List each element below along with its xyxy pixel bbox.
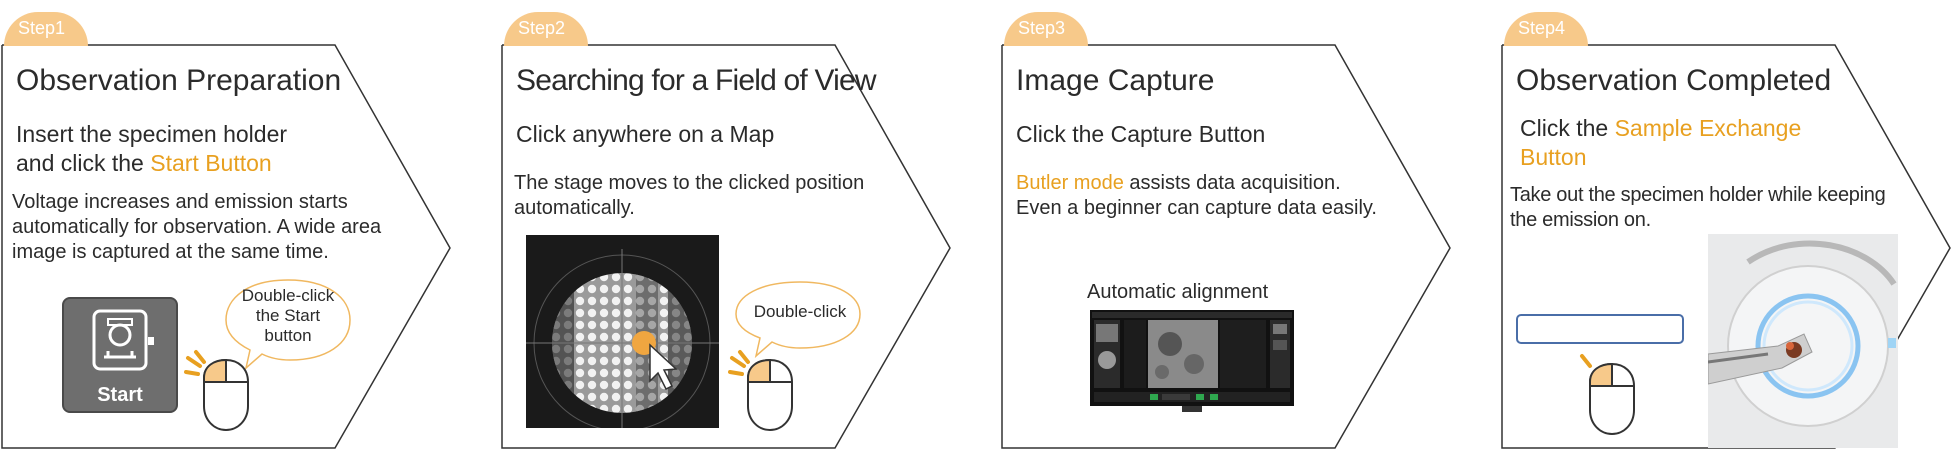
step-1-desc-line3: image is captured at the same time. xyxy=(12,241,329,263)
step-1-panel: Step1 Observation Preparation Insert the… xyxy=(0,0,460,452)
step-1-tab xyxy=(4,12,88,46)
step-4-label: Step4 xyxy=(1518,18,1566,38)
step-2-description: The stage moves to the clicked position … xyxy=(514,171,864,221)
step-1-instruction-prefix: and click the xyxy=(16,150,151,176)
step-2-title: Searching for a Field of View xyxy=(516,64,877,97)
start-button-text: Start Button xyxy=(150,150,272,176)
step-3-caption: Automatic alignment xyxy=(1087,281,1269,303)
step-2-instruction: Click anywhere on a Map xyxy=(516,121,775,147)
butler-mode-text: Butler mode xyxy=(1016,172,1124,194)
step-2-panel: Step2 Searching for a Field of View Clic… xyxy=(500,0,960,452)
step-1-bubble-line3: button xyxy=(264,326,312,345)
sample-exchange-button[interactable] xyxy=(1516,314,1684,344)
step-3-frame xyxy=(1001,44,1451,449)
step-2-frame xyxy=(501,44,951,449)
sample-exchange-text-line2: Button xyxy=(1520,144,1587,170)
step-4-description: Take out the specimen holder while keepi… xyxy=(1510,183,1886,233)
grid-map-image[interactable] xyxy=(526,235,719,428)
step-2-label: Step2 xyxy=(518,18,566,38)
step-2-desc-line2: automatically. xyxy=(514,197,635,219)
step-4-desc-line2: the emission on. xyxy=(1510,209,1651,231)
step-1-bubble-line1: Double-click xyxy=(241,286,335,305)
step-2-desc-line1: The stage moves to the clicked position xyxy=(514,172,865,194)
step-2-bubble-text: Double-click xyxy=(753,302,847,321)
step-1-instruction-line1: Insert the specimen holder xyxy=(16,121,288,147)
step-4-tab xyxy=(1504,12,1588,46)
step-4-instruction-prefix: Click the xyxy=(1520,115,1615,141)
grid-map-graphic xyxy=(526,249,719,428)
specimen-holder-image xyxy=(1708,234,1898,448)
specimen-holder-graphic xyxy=(1708,234,1898,448)
mouse-icon xyxy=(728,350,793,432)
mouse-icon xyxy=(184,350,249,432)
capture-software-screen xyxy=(1090,310,1294,412)
step-3-description: Butler mode assists data acquisition. Ev… xyxy=(1016,171,1377,221)
step-1-bubble-line2: the Start xyxy=(255,306,321,325)
step-3-panel: Step3 Image Capture Click the Capture Bu… xyxy=(1000,0,1460,452)
monitor-image xyxy=(1090,310,1294,412)
step-3-tab xyxy=(1004,12,1088,46)
step-3-label: Step3 xyxy=(1018,18,1066,38)
step-1-speech-bubble xyxy=(225,279,351,371)
start-button-icon[interactable]: Start xyxy=(62,297,178,413)
step-1-frame xyxy=(1,44,451,449)
step-4-instruction-line1: Click the Sample Exchange xyxy=(1520,114,1801,143)
step-1-desc-line1: Voltage increases and emission starts xyxy=(12,191,348,213)
step-1-label: Step1 xyxy=(18,18,66,38)
step-3-title: Image Capture xyxy=(1016,64,1215,97)
start-icon-label: Start xyxy=(97,384,143,406)
mouse-icon xyxy=(1580,354,1635,436)
microscope-icon xyxy=(92,309,154,371)
step-3-desc-line2: Even a beginner can capture data easily. xyxy=(1016,197,1377,219)
step-3-instruction: Click the Capture Button xyxy=(1016,121,1266,147)
step-1-description: Voltage increases and emission starts au… xyxy=(12,190,381,265)
step-3-desc-line1: Butler mode assists data acquisition. xyxy=(1016,171,1377,196)
step-4-panel: Step4 Observation Completed Click the Sa… xyxy=(1500,0,1951,452)
step-3-desc-line1-rest: assists data acquisition. xyxy=(1123,172,1341,194)
step-1-title: Observation Preparation xyxy=(16,64,342,97)
step-4-instruction: Click the Sample Exchange Button xyxy=(1520,114,1801,172)
step-1-bubble-text: Double-click the Start button xyxy=(230,286,346,346)
step-2-speech-bubble xyxy=(735,281,861,359)
step-2-tab xyxy=(504,12,588,46)
step-1-desc-line2: automatically for observation. A wide ar… xyxy=(12,216,382,238)
step-1-instruction-line2: and click the Start Button xyxy=(16,149,287,178)
step-4-title: Observation Completed xyxy=(1516,64,1832,97)
step-4-desc-line1: Take out the specimen holder while keepi… xyxy=(1510,184,1886,206)
sample-exchange-text: Sample Exchange xyxy=(1614,115,1802,141)
step-1-instruction: Insert the specimen holder and click the… xyxy=(16,120,287,178)
